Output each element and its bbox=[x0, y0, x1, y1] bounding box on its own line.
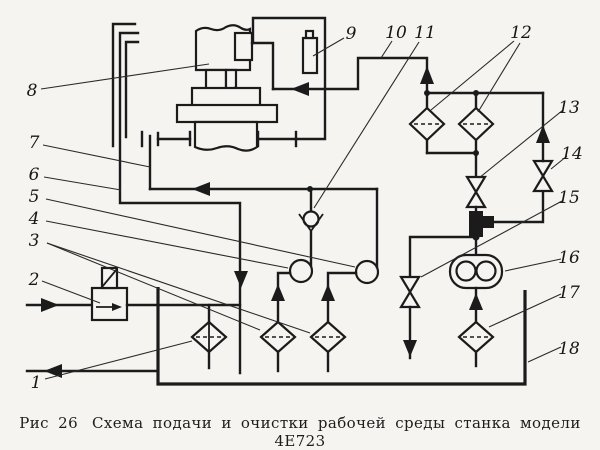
pump-discharge-line bbox=[148, 182, 379, 196]
supply-line-10 bbox=[271, 56, 434, 96]
svg-text:10: 10 bbox=[385, 23, 407, 43]
shield-lines bbox=[111, 22, 140, 148]
flow-arrow-down-icon bbox=[234, 271, 248, 288]
callout-12: 12 bbox=[430, 23, 532, 113]
callout-11: 11 bbox=[313, 23, 436, 209]
solenoid-valve-2 bbox=[90, 266, 129, 322]
callout-8: 8 bbox=[27, 63, 210, 101]
callout-2: 2 bbox=[28, 270, 101, 304]
callout-13: 13 bbox=[478, 98, 580, 179]
tank-18 bbox=[156, 287, 527, 386]
callout-16: 16 bbox=[504, 248, 580, 272]
callout-1: 1 bbox=[31, 340, 193, 393]
callout-15: 15 bbox=[420, 188, 580, 278]
right-nozzle-group bbox=[251, 16, 327, 148]
svg-text:9: 9 bbox=[346, 24, 357, 44]
spindle-side bbox=[224, 68, 238, 91]
callout-9: 9 bbox=[312, 24, 357, 57]
callout-18: 18 bbox=[527, 339, 580, 363]
pump-16 bbox=[448, 235, 504, 324]
bypass-valve-15-branch bbox=[399, 235, 478, 360]
component-9 bbox=[301, 29, 319, 75]
figure-title: Схема подачи и очистки рабочей среды ста… bbox=[92, 414, 581, 450]
figure-number: Рис 26 bbox=[19, 414, 79, 432]
callout-3: 3 bbox=[29, 231, 311, 334]
svg-text:7: 7 bbox=[29, 133, 40, 153]
svg-text:3: 3 bbox=[29, 231, 40, 251]
drain-line bbox=[118, 31, 248, 375]
left-nozzle-group bbox=[140, 130, 192, 191]
svg-text:6: 6 bbox=[29, 165, 40, 185]
callout-4: 4 bbox=[28, 209, 289, 269]
flow-arrow-right-icon bbox=[41, 298, 59, 312]
flow-arrow-up-icon bbox=[321, 284, 335, 301]
pump-4 bbox=[271, 258, 314, 324]
filter-3b bbox=[309, 320, 347, 373]
callout-6: 6 bbox=[29, 165, 122, 191]
filter-12a bbox=[408, 106, 446, 142]
filter-header-lines bbox=[424, 90, 545, 156]
machine-assembly bbox=[111, 16, 327, 375]
svg-text:18: 18 bbox=[558, 339, 580, 359]
pump-5 bbox=[321, 187, 380, 324]
callout-7: 7 bbox=[29, 133, 151, 168]
head-feed-pipe bbox=[250, 41, 275, 91]
callout-10: 10 bbox=[380, 23, 407, 59]
svg-text:14: 14 bbox=[561, 144, 583, 164]
flow-arrow-left-icon bbox=[291, 82, 309, 96]
flow-arrow-left-icon bbox=[44, 364, 62, 378]
callout-17: 17 bbox=[488, 283, 580, 328]
svg-text:5: 5 bbox=[29, 187, 40, 207]
callout-5: 5 bbox=[29, 187, 356, 268]
figure-caption: Рис 26 Схема подачи и очистки рабочей сре… bbox=[0, 414, 600, 450]
svg-text:12: 12 bbox=[510, 23, 532, 43]
outlet-line bbox=[25, 364, 160, 378]
filter-1 bbox=[190, 320, 228, 370]
filter-17 bbox=[457, 320, 495, 368]
machine-base bbox=[193, 120, 259, 152]
callout-14: 14 bbox=[550, 144, 583, 170]
svg-text:8: 8 bbox=[27, 81, 38, 101]
svg-text:13: 13 bbox=[558, 98, 580, 118]
svg-text:16: 16 bbox=[558, 248, 580, 268]
svg-text:17: 17 bbox=[558, 283, 580, 303]
flow-arrow-down-icon bbox=[403, 340, 417, 357]
head-bracket bbox=[233, 31, 254, 62]
flow-arrow-up-icon bbox=[469, 293, 483, 310]
inlet-line bbox=[25, 298, 94, 312]
svg-text:2: 2 bbox=[28, 270, 40, 290]
svg-text:1: 1 bbox=[31, 373, 42, 393]
svg-text:11: 11 bbox=[414, 23, 436, 43]
flow-arrow-left-icon bbox=[192, 182, 210, 196]
flow-arrow-right-icon bbox=[112, 303, 122, 311]
valve-13 bbox=[465, 151, 487, 215]
svg-text:4: 4 bbox=[28, 209, 40, 229]
fill-pipe bbox=[125, 303, 242, 324]
svg-text:15: 15 bbox=[558, 188, 580, 208]
valve-14-branch bbox=[492, 91, 554, 224]
flow-arrow-up-icon bbox=[271, 284, 285, 301]
filter-3a bbox=[259, 320, 297, 373]
filter-12b bbox=[457, 106, 495, 142]
relief-device-11 bbox=[298, 187, 324, 268]
machine-table bbox=[175, 103, 279, 124]
flow-arrow-up-icon bbox=[420, 66, 434, 84]
flow-arrow-up-icon bbox=[536, 125, 550, 143]
